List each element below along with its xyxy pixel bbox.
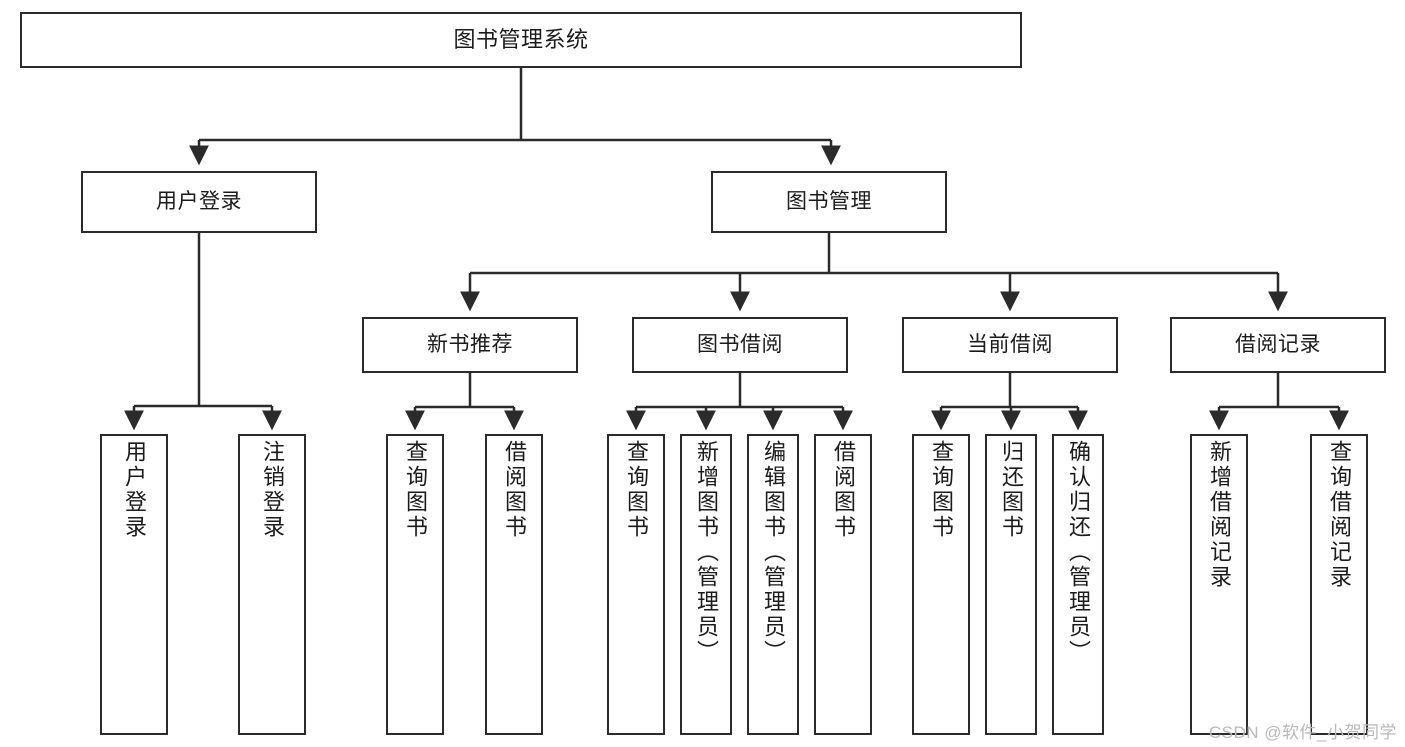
node-label: 查询借阅记录 — [1327, 440, 1352, 590]
node-label: 确认归还（管理员） — [1066, 440, 1091, 665]
node-label: 借阅图书 — [502, 440, 527, 540]
node-leaf-query-record[interactable]: 查询借阅记录 — [1310, 434, 1368, 735]
node-current-borrow[interactable]: 当前借阅 — [902, 317, 1118, 373]
node-leaf-add-book[interactable]: 新增图书（管理员） — [680, 434, 732, 735]
node-leaf-query-book-2[interactable]: 查询图书 — [607, 434, 665, 735]
node-leaf-borrow-book-2[interactable]: 借阅图书 — [814, 434, 872, 735]
node-leaf-user-login[interactable]: 用户登录 — [100, 434, 168, 735]
node-label: 新增图书（管理员） — [694, 440, 719, 665]
node-label: 新增借阅记录 — [1207, 440, 1232, 590]
node-label: 编辑图书（管理员） — [761, 440, 786, 665]
node-leaf-return-book[interactable]: 归还图书 — [985, 434, 1037, 735]
node-leaf-user-logout[interactable]: 注销登录 — [238, 434, 306, 735]
node-leaf-query-book-1[interactable]: 查询图书 — [386, 434, 444, 735]
node-leaf-query-book-3[interactable]: 查询图书 — [912, 434, 970, 735]
node-book-borrow[interactable]: 图书借阅 — [632, 317, 848, 373]
node-label: 借阅图书 — [831, 440, 856, 540]
node-label: 用户登录 — [156, 189, 242, 213]
node-label: 查询图书 — [403, 440, 428, 540]
node-leaf-borrow-book-1[interactable]: 借阅图书 — [485, 434, 543, 735]
node-leaf-add-record[interactable]: 新增借阅记录 — [1190, 434, 1248, 735]
node-leaf-confirm-return[interactable]: 确认归还（管理员） — [1052, 434, 1104, 735]
node-root-system[interactable]: 图书管理系统 — [20, 12, 1022, 68]
node-label: 图书管理 — [786, 189, 872, 213]
node-label: 当前借阅 — [967, 332, 1053, 356]
node-label: 查询图书 — [929, 440, 954, 540]
node-label: 归还图书 — [999, 440, 1024, 540]
watermark-text: CSDN @软件_小贺同学 — [1208, 723, 1397, 742]
node-label: 借阅记录 — [1235, 332, 1321, 356]
node-borrow-record[interactable]: 借阅记录 — [1170, 317, 1386, 373]
node-label: 新书推荐 — [427, 332, 513, 356]
node-label: 图书管理系统 — [453, 27, 589, 53]
node-label: 注销登录 — [260, 440, 285, 540]
node-label: 查询图书 — [624, 440, 649, 540]
node-new-book-recommend[interactable]: 新书推荐 — [362, 317, 578, 373]
node-book-manage[interactable]: 图书管理 — [711, 171, 947, 233]
node-leaf-edit-book[interactable]: 编辑图书（管理员） — [747, 434, 799, 735]
node-user-login[interactable]: 用户登录 — [81, 171, 317, 233]
node-label: 用户登录 — [122, 440, 147, 540]
node-label: 图书借阅 — [697, 332, 783, 356]
